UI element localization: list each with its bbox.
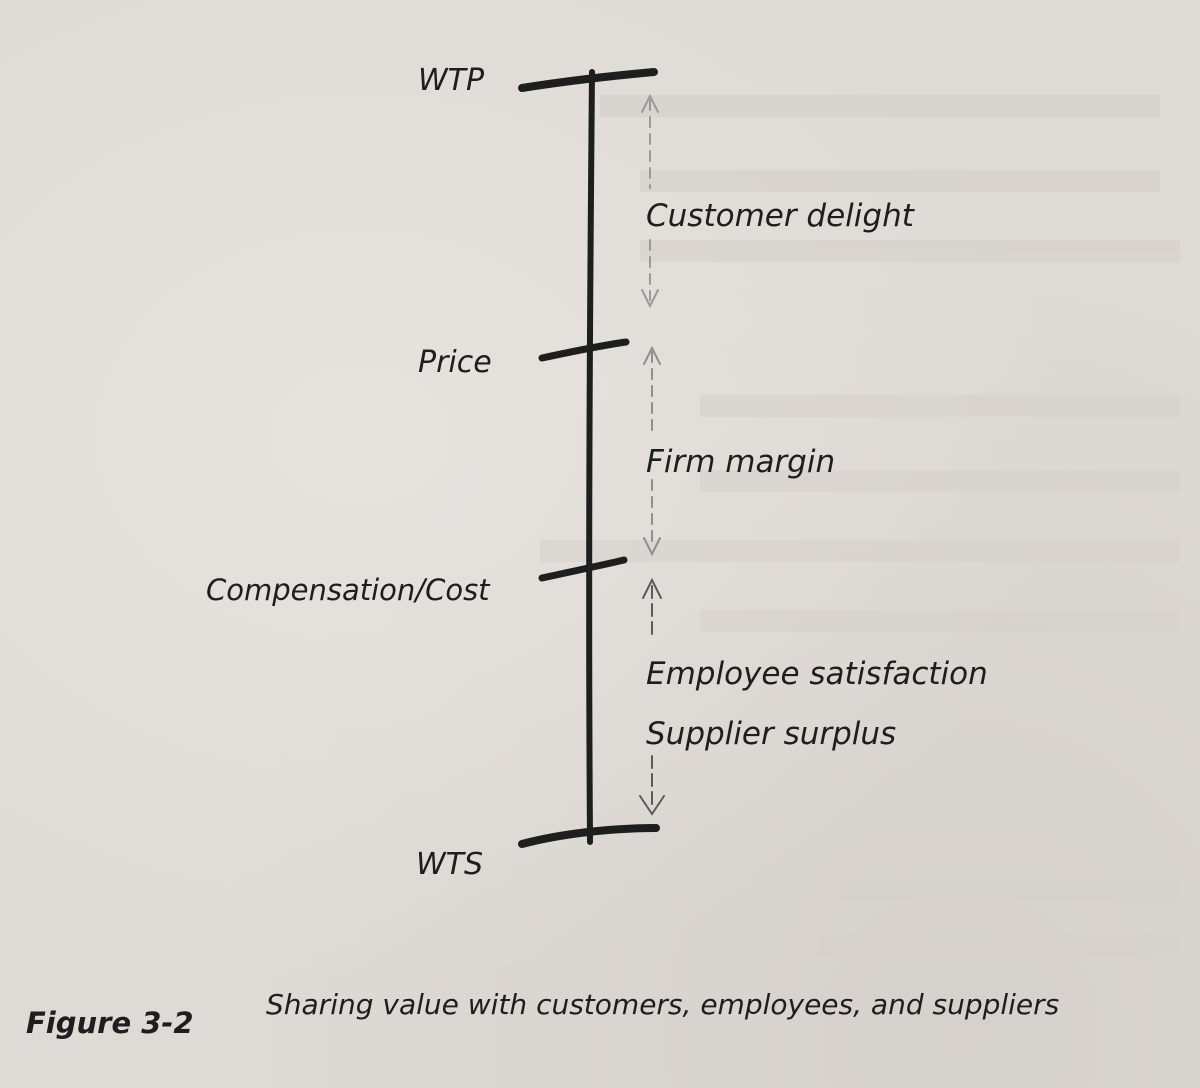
customer-delight-label: Customer delight <box>646 198 916 234</box>
firm-margin-arrow <box>643 345 661 557</box>
customer-delight-arrow <box>641 93 659 309</box>
supplier-surplus-label: Supplier surplus <box>646 716 896 752</box>
price-label: Price <box>418 345 492 380</box>
employee-satisfaction-label: Employee satisfaction <box>646 656 988 692</box>
figure-number: Figure 3-2 <box>26 1006 194 1040</box>
wts-label: WTS <box>416 847 483 882</box>
figure-caption: Sharing value with customers, employees,… <box>266 988 1059 1021</box>
compensation-cost-tick <box>538 556 628 582</box>
value-stick-vertical-line <box>586 69 595 845</box>
price-tick <box>538 338 630 362</box>
page-bleed-through <box>540 95 1180 957</box>
wtp-label: WTP <box>418 63 485 98</box>
wts-tick <box>518 824 660 848</box>
firm-margin-label: Firm margin <box>646 444 835 480</box>
compensation-cost-label: Compensation/Cost <box>206 573 491 607</box>
wtp-tick <box>518 68 658 92</box>
employee-supplier-arrow <box>639 577 665 816</box>
